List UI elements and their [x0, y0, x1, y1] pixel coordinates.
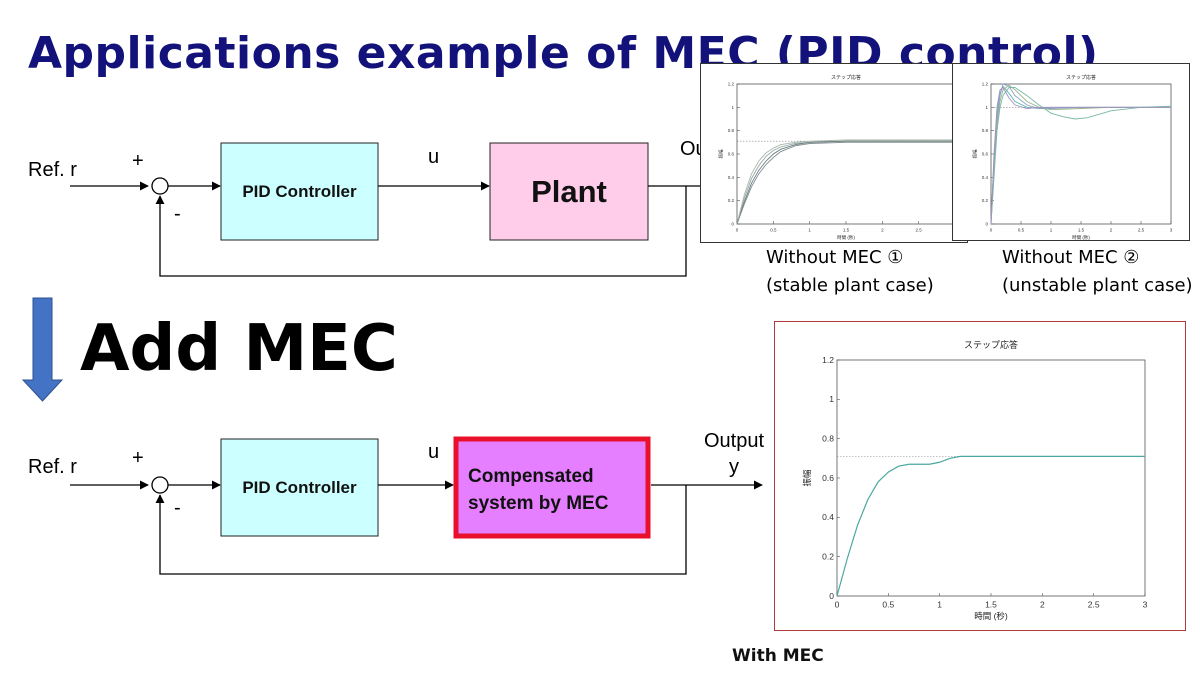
- y-tick-label: 0.4: [982, 175, 989, 180]
- y-tick-label: 1.2: [728, 82, 735, 87]
- y-axis-label: 振幅: [802, 469, 812, 487]
- x-tick-label: 3: [1170, 228, 1173, 233]
- x-tick-label: 0: [990, 228, 993, 233]
- bottom-pid-label: PID Controller: [242, 477, 357, 497]
- y-tick-label: 0.2: [728, 198, 735, 203]
- chart-title: ステップ応答: [964, 339, 1018, 350]
- series-line: [736, 139, 955, 225]
- bottom-u-label: u: [428, 441, 440, 463]
- top-feedback-line: [155, 186, 687, 277]
- x-tick-label: 1.5: [843, 228, 850, 233]
- bottom-ref-label: Ref. r: [28, 456, 77, 478]
- x-tick-label: 1.5: [985, 600, 997, 610]
- bottom-plus-sign: +: [132, 447, 144, 469]
- caption-without-mec-1-line1: Without MEC ①: [766, 247, 904, 268]
- y-tick-label: 0.8: [822, 434, 834, 444]
- y-tick-label: 0.8: [728, 128, 735, 133]
- series-line: [836, 455, 1145, 597]
- down-arrow-icon: [21, 297, 64, 402]
- x-tick-label: 0.5: [882, 600, 894, 610]
- y-tick-label: 0.6: [822, 473, 834, 483]
- caption-without-mec-2-line2: (unstable plant case): [1002, 275, 1193, 296]
- plot-area: [836, 359, 1146, 597]
- chart-with-mec: ステップ応答 0 0.5 1 1.5 2 2.5 3 0 0.2 0.4 0.6 0.8 1 1.2 時間 (…: [774, 321, 1186, 631]
- plot-area: [990, 83, 1172, 225]
- x-tick-label: 1: [937, 600, 942, 610]
- bottom-minus-sign: -: [174, 497, 181, 519]
- top-ref-label: Ref. r: [28, 159, 77, 181]
- series-line: [736, 140, 955, 225]
- series-line: [990, 86, 1171, 225]
- bottom-output-label: Output: [704, 430, 765, 452]
- caption-without-mec-2: Without MEC ② (unstable plant case): [1002, 244, 1193, 300]
- top-plant-label: Plant: [531, 173, 607, 209]
- top-diagram: [70, 142, 700, 277]
- bottom-diagram: [70, 436, 763, 575]
- y-tick-label: 1: [829, 394, 834, 404]
- x-tick-label: 0: [835, 600, 840, 610]
- chart-without-mec-2: ステップ応答 0 0.5 1 1.5 2 2.5 3 0 0.2 0.4 0.6 0.8 1 1.2 時間 (…: [952, 63, 1190, 241]
- top-plant-block: [489, 142, 649, 241]
- y-axis-label: 振幅: [718, 149, 725, 158]
- chart-title: ステップ応答: [831, 74, 861, 81]
- bottom-summing-junction: [151, 476, 169, 494]
- bottom-pid-block: [220, 438, 379, 537]
- x-tick-label: 2.5: [916, 228, 923, 233]
- x-tick-label: 0: [736, 228, 739, 233]
- x-tick-label: 2.5: [1138, 228, 1145, 233]
- y-tick-label: 0.6: [728, 152, 735, 157]
- compensated-line1: Compensated: [468, 466, 594, 487]
- caption-without-mec-1: Without MEC ① (stable plant case): [766, 244, 934, 300]
- x-tick-label: 1.5: [1078, 228, 1085, 233]
- y-tick-label: 0.2: [982, 198, 989, 203]
- top-pid-label: PID Controller: [242, 181, 357, 201]
- y-tick-label: 1: [731, 105, 734, 110]
- series-line: [990, 87, 1172, 225]
- caption-without-mec-1-line2: (stable plant case): [766, 275, 934, 296]
- x-tick-label: 2: [1040, 600, 1045, 610]
- y-tick-label: 1.2: [982, 82, 989, 87]
- y-tick-label: 1.2: [822, 355, 834, 365]
- y-tick-label: 0: [731, 222, 734, 227]
- top-summing-junction: [151, 177, 169, 195]
- compensated-line2: system by MEC: [468, 493, 609, 514]
- bottom-compensated-block: [453, 436, 651, 539]
- x-tick-label: 2: [881, 228, 884, 233]
- x-tick-label: 0.5: [770, 228, 777, 233]
- y-tick-label: 0.4: [728, 175, 735, 180]
- top-plus-sign: +: [132, 150, 144, 172]
- add-mec-heading: Add MEC: [80, 312, 398, 386]
- x-axis-label: 時間 (秒): [1072, 234, 1090, 240]
- y-tick-label: 0: [829, 591, 834, 601]
- x-tick-label: 0.5: [1018, 228, 1025, 233]
- x-tick-label: 2.5: [1088, 600, 1100, 610]
- bottom-compensated-label: Compensated system by MEC: [468, 463, 608, 517]
- y-tick-label: 0.2: [822, 552, 834, 562]
- bottom-output-y: y: [729, 456, 739, 478]
- caption-with-mec: With MEC: [732, 646, 824, 666]
- y-tick-label: 0.6: [982, 152, 989, 157]
- y-tick-label: 0.8: [982, 128, 989, 133]
- chart-title: ステップ応答: [1066, 74, 1096, 81]
- top-pid-block: [220, 142, 379, 241]
- x-tick-label: 1: [808, 228, 811, 233]
- x-axis-label: 時間 (秒): [837, 234, 855, 241]
- bottom-feedback-line: [155, 485, 687, 575]
- y-axis-label: 振幅: [972, 149, 979, 158]
- y-tick-label: 0.4: [822, 512, 834, 522]
- x-axis-label: 時間 (秒): [974, 611, 1008, 621]
- plot-area: [736, 83, 956, 225]
- x-tick-label: 1: [1050, 228, 1053, 233]
- top-minus-sign: -: [174, 203, 181, 225]
- series-line: [736, 141, 955, 225]
- y-tick-label: 0: [985, 222, 988, 227]
- caption-without-mec-2-line1: Without MEC ②: [1002, 247, 1140, 268]
- x-tick-label: 3: [1143, 600, 1148, 610]
- y-tick-label: 1: [985, 105, 988, 110]
- x-tick-label: 2: [1110, 228, 1113, 233]
- top-u-label: u: [428, 146, 440, 168]
